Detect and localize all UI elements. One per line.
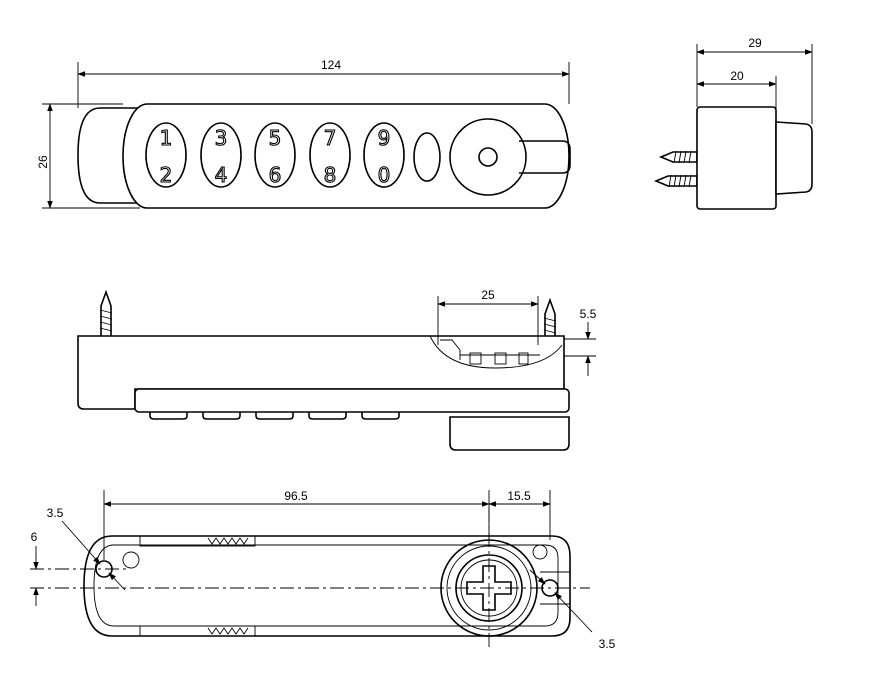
section-cutaway (429, 335, 563, 369)
bottom-view: 96.5 15.5 3.5 6 3.5 (30, 489, 616, 651)
dim-label-96-5: 96.5 (284, 489, 308, 503)
key-label: 6 (269, 163, 282, 187)
key-label: 3 (215, 126, 228, 150)
dim-label-25: 25 (481, 288, 495, 302)
key-label: 1 (160, 126, 173, 150)
dim-label-3-5-left: 3.5 (47, 506, 64, 520)
section-knob (449, 416, 570, 451)
section-screw-right (544, 297, 556, 336)
key-label: 9 (378, 126, 391, 150)
front-left-knob (77, 107, 141, 204)
key-label: 8 (324, 163, 337, 187)
front-right-lever (519, 140, 571, 174)
dim-label-15-5: 15.5 (507, 489, 531, 503)
key-label: 0 (378, 163, 391, 187)
dial-center (478, 147, 498, 167)
dim-label-124: 124 (321, 58, 341, 72)
key-oval-4[interactable] (309, 122, 351, 188)
side-body (696, 106, 777, 210)
keypad: 1 2 3 4 5 6 7 8 9 0 (145, 122, 405, 188)
bottom-body (83, 535, 571, 637)
side-knob (775, 121, 813, 195)
key-label: 7 (324, 126, 337, 150)
dim-label-26: 26 (36, 155, 50, 169)
dim-label-3-5-right: 3.5 (599, 637, 616, 651)
dial[interactable] (449, 118, 527, 196)
cross-slot (466, 565, 512, 611)
dim-label-29: 29 (748, 36, 762, 50)
key-label: 5 (269, 126, 282, 150)
key-oval-1[interactable] (145, 122, 187, 188)
side-view: 29 20 (653, 36, 813, 210)
dim-label-6: 6 (31, 530, 38, 544)
clear-button[interactable] (413, 132, 441, 182)
dim-label-5-5: 5.5 (580, 307, 597, 321)
key-oval-3[interactable] (254, 122, 296, 188)
key-oval-2[interactable] (200, 122, 242, 188)
dim-label-20: 20 (730, 69, 744, 83)
front-view: 1 2 3 4 5 6 7 8 9 0 124 26 (36, 58, 571, 209)
key-label: 2 (160, 163, 173, 187)
section-keypad-plate (134, 388, 570, 413)
section-view: 25 5.5 (77, 288, 597, 451)
key-oval-5[interactable] (363, 122, 405, 188)
key-label: 4 (215, 163, 228, 187)
